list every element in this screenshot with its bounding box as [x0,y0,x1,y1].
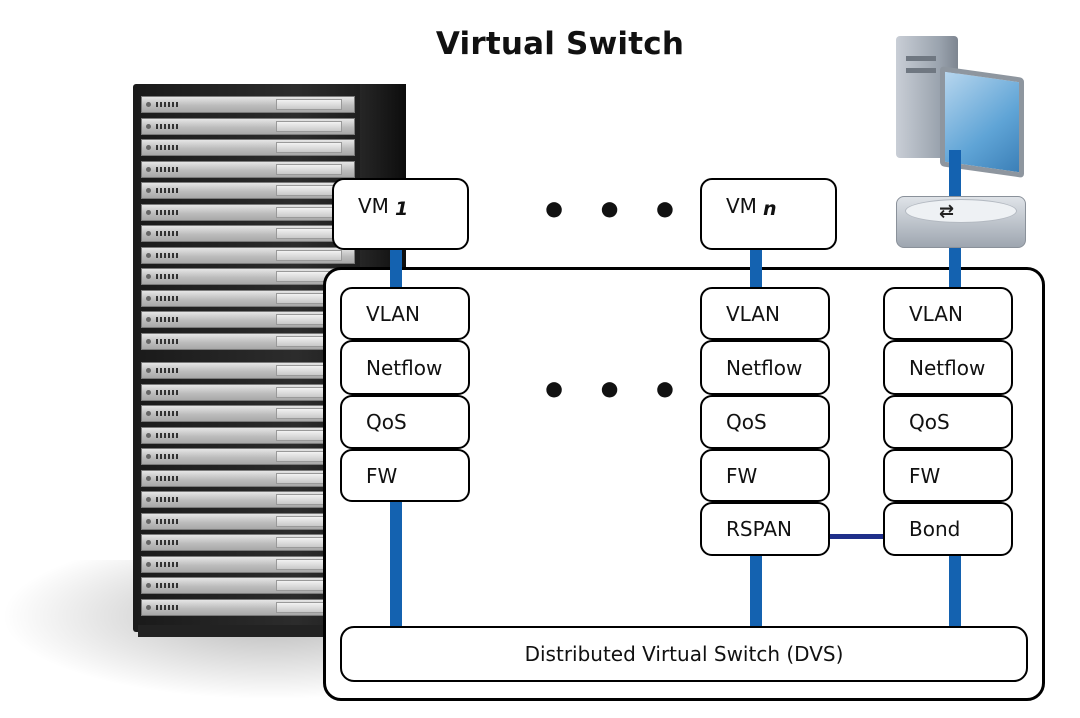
stack-uplink-bond: Bond [883,502,1013,556]
stack-uplink-vlan: VLAN [883,287,1013,340]
rack-server-unit [141,96,355,113]
rack-server-unit [141,289,355,307]
rack-server-unit [141,139,355,156]
vm-n-box: VM n [700,178,837,250]
rack-server-unit [141,332,355,350]
rack-server-unit [141,182,355,199]
dvs-box: Distributed Virtual Switch (DVS) [340,626,1028,682]
stack-uplink-qos: QoS [883,395,1013,449]
drive-bay [276,163,342,175]
stack-n-fw: FW [700,449,830,502]
link-rspan-dvs [750,554,762,628]
drive-bay [276,142,342,153]
rack-server-unit [141,383,355,401]
vm-1-label: VM [358,194,389,218]
rack-foot [138,625,328,637]
link-bond-dvs [949,554,961,628]
rack-server-unit [141,555,355,573]
link-vm1 [390,248,402,288]
ellipsis-middle: • • • [540,366,686,417]
stack-1-vlan: VLAN [340,287,470,340]
drive-bay [276,249,342,261]
rack-server-unit [141,268,355,285]
stack-uplink-fw: FW [883,449,1013,502]
drive-bay [276,120,342,132]
rack-server-unit [141,117,355,135]
stack-n-netflow: Netflow [700,340,830,395]
stack-1-netflow: Netflow [340,340,470,395]
drive-bay [276,99,342,110]
router-icon: ⇄ [896,196,1026,248]
rack-server-unit [141,246,355,264]
vm-1-sub: 1 [394,198,409,220]
vm-n-label: VM [726,194,757,218]
stack-n-qos: QoS [700,395,830,449]
rack-server-unit [141,311,355,328]
vm-1-box: VM 1 [332,178,469,250]
link-router-stack [949,244,961,288]
ellipsis-top: • • • [540,186,686,237]
rack-server-unit [141,491,355,508]
link-rspan-bond [826,534,886,539]
rack-server-unit [141,598,355,616]
rack-server-unit [141,225,355,242]
rack-server-unit [141,362,355,379]
link-pc-router [949,150,961,198]
rack-server-unit [141,426,355,444]
rack-server-unit [141,534,355,551]
vm-n-sub: n [762,198,777,220]
rack-server-unit [141,469,355,487]
router-top [905,199,1017,223]
rack-server-unit [141,577,355,594]
page-title: Virtual Switch [435,26,685,62]
stack-n-rspan: RSPAN [700,502,830,556]
router-arrows-icon: ⇄ [939,201,955,222]
rack-server-unit [141,448,355,465]
stack-1-fw: FW [340,449,470,502]
rack-server-unit [141,160,355,178]
stack-n-vlan: VLAN [700,287,830,340]
rack-server-unit [141,512,355,530]
stack-uplink-netflow: Netflow [883,340,1013,395]
link-fw1-dvs [390,500,402,628]
link-vmn [750,248,762,288]
stack-1-qos: QoS [340,395,470,449]
rack-server-unit [141,203,355,221]
